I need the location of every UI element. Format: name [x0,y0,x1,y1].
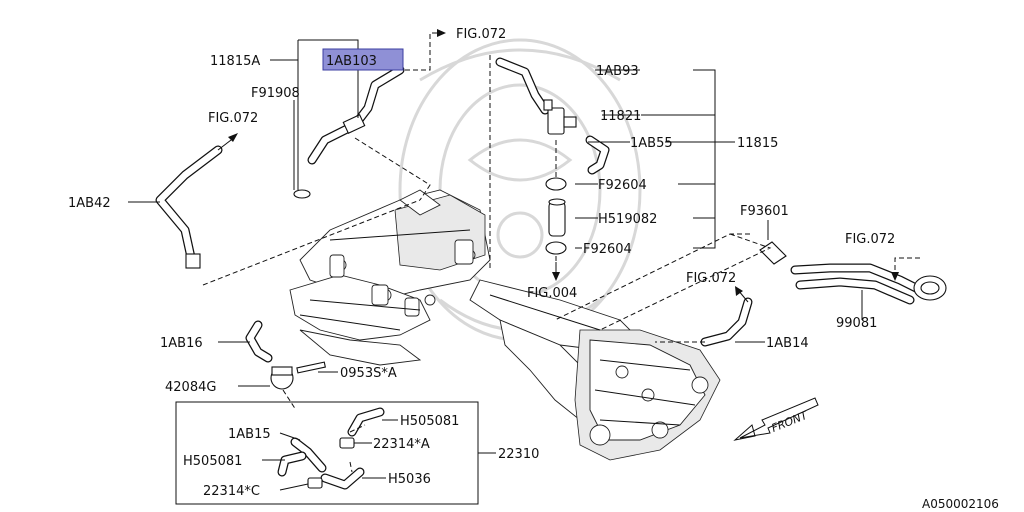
label-1AB15[interactable]: 1AB15 [228,427,271,442]
selected-part-highlight [322,48,404,71]
label-1AB55[interactable]: 1AB55 [630,136,673,151]
label-H505081-lower[interactable]: H505081 [183,454,242,469]
label-H519082[interactable]: H519082 [598,212,657,227]
label-front: FRONT [770,408,811,435]
label-22310[interactable]: 22310 [498,447,539,462]
filter-H519082 [548,198,566,237]
label-1AB93[interactable]: 1AB93 [596,64,639,79]
hose-99081 [790,263,947,305]
valve-42084G [270,366,294,390]
hose-1AB103 [307,65,405,165]
hose-1AB42 [155,145,223,269]
label-F92604-lower[interactable]: F92604 [583,242,632,257]
label-F92604-upper[interactable]: F92604 [598,178,647,193]
connector-22314C [307,477,323,489]
hose-H505081-lower [277,451,307,477]
hose-1AB16 [245,320,273,363]
hose-H505081-upper [347,407,385,437]
clamp-F93601 [759,241,787,265]
fig-arrows [217,29,899,303]
leader-lines [128,39,863,505]
valve-11821 [543,99,577,135]
clamp-F92604-upper [545,177,567,191]
label-fig004[interactable]: FIG.004 [527,286,577,301]
dashed-routing-lines [202,32,920,473]
label-42084G[interactable]: 42084G [165,380,216,395]
label-11815[interactable]: 11815 [737,136,778,151]
connector-22314A [339,437,355,449]
label-1AB16[interactable]: 1AB16 [160,336,203,351]
label-11815A[interactable]: 11815A [210,54,260,69]
front-arrow-icon [733,397,819,441]
hose-H5036 [320,467,365,490]
label-0953SA[interactable]: 0953S*A [340,366,397,381]
label-H5036[interactable]: H5036 [388,472,431,487]
label-22314A[interactable]: 22314*A [373,437,430,452]
hose-1AB93 [495,57,550,115]
hose-1AB14 [700,297,753,347]
label-F93601[interactable]: F93601 [740,204,789,219]
label-fig072-mid[interactable]: FIG.072 [686,271,736,286]
label-fig072-top[interactable]: FIG.072 [456,27,506,42]
hose-1AB15 [290,437,327,473]
intake-manifold-illustration [289,189,721,461]
label-99081[interactable]: 99081 [836,316,877,331]
bolt-0953SA [296,361,326,374]
label-22314C[interactable]: 22314*C [203,484,260,499]
label-1AB103[interactable]: 1AB103 [326,54,377,69]
hose-1AB55 [585,135,610,175]
label-1AB42[interactable]: 1AB42 [68,196,111,211]
clamp-F91908 [293,189,311,199]
label-11821[interactable]: 11821 [600,109,641,124]
label-1AB14[interactable]: 1AB14 [766,336,809,351]
label-fig072-upper-left[interactable]: FIG.072 [208,111,258,126]
label-H505081-upper[interactable]: H505081 [400,414,459,429]
diagram-reference-number: A050002106 [922,497,999,511]
label-F91908[interactable]: F91908 [251,86,300,101]
label-fig072-right[interactable]: FIG.072 [845,232,895,247]
clamp-F92604-lower [545,241,567,255]
